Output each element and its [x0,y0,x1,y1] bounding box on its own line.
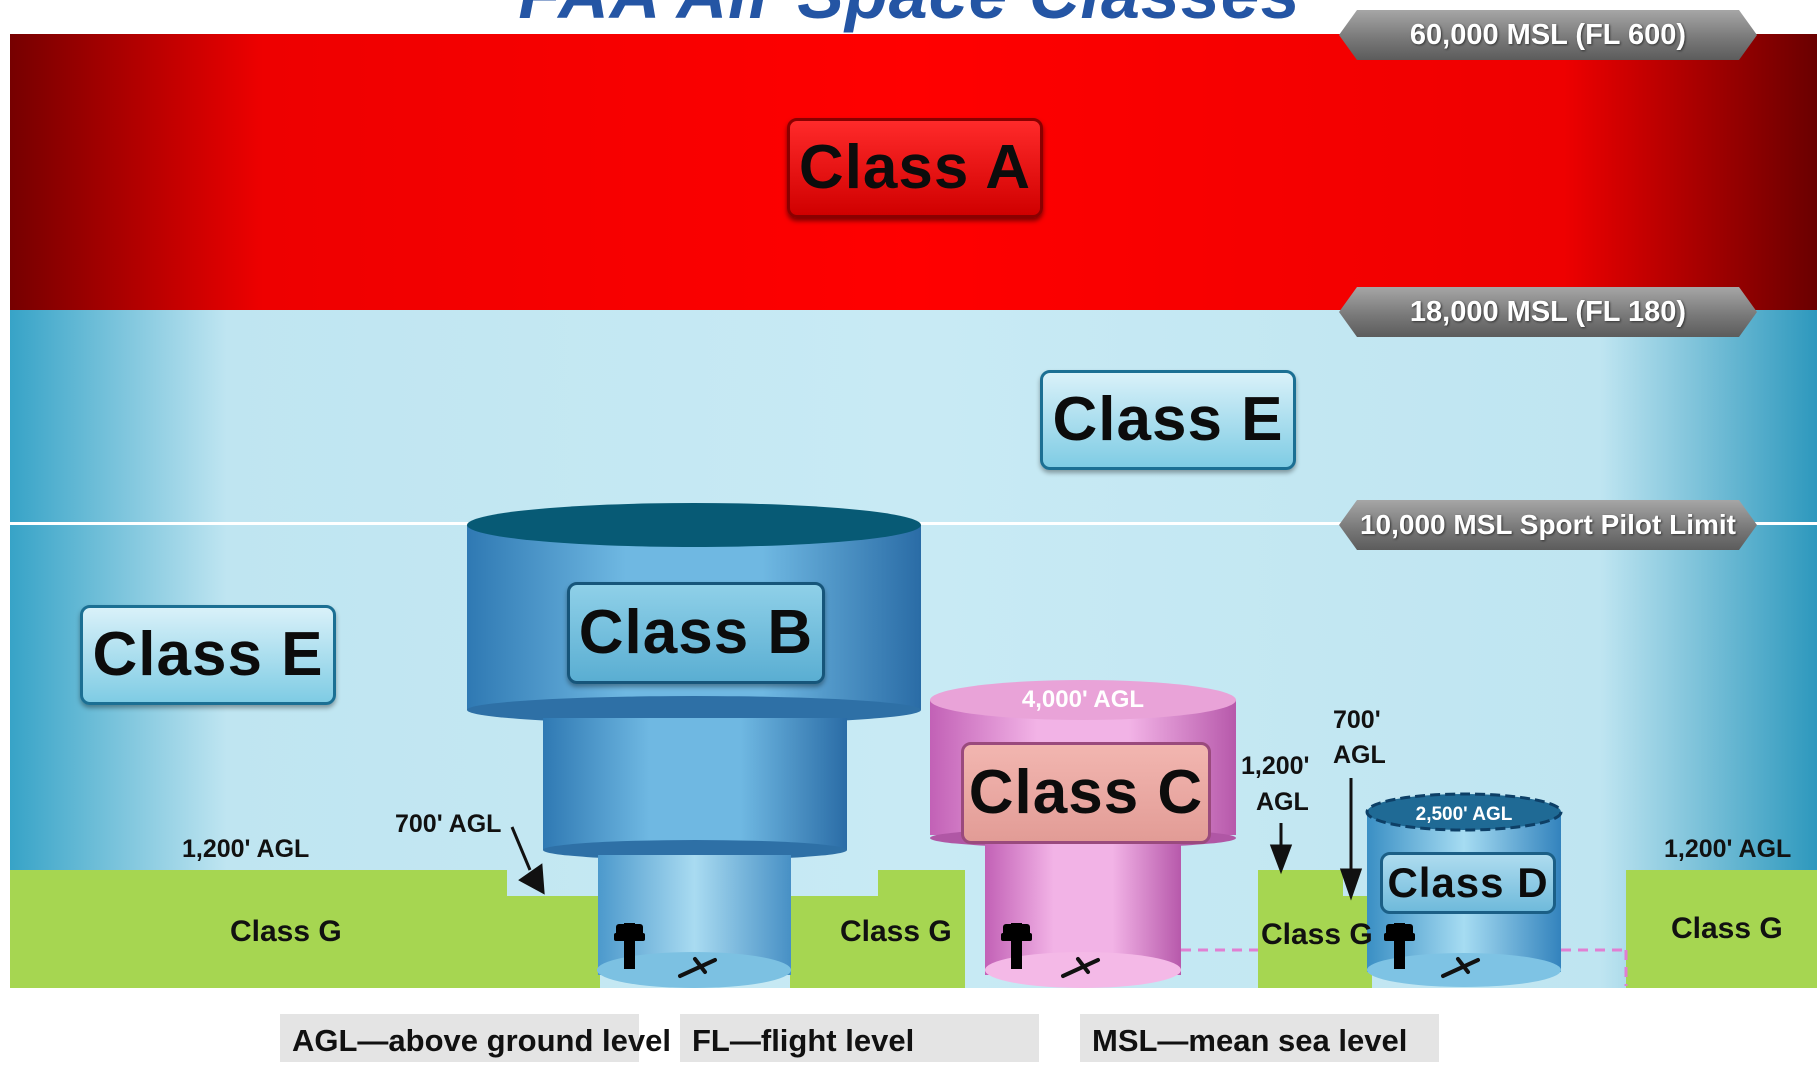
agl-1200-right-label: 1,200' AGL [1664,835,1792,863]
class-c-top-label: 4,000' AGL [1021,686,1145,713]
class-g-label-d: Class G [1261,918,1373,951]
class-b-label: Class B [567,582,825,684]
class-d-top-label: 2,500' AGL [1415,804,1513,825]
altitude-tag-sport-limit: 10,000 MSL Sport Pilot Limit [1339,500,1757,550]
agl-700-left-label: 700' AGL [395,810,502,838]
altitude-tag-fl180: 18,000 MSL (FL 180) [1339,287,1757,337]
class-e-upper-band [10,310,1817,522]
control-tower-icon [614,923,645,969]
agl-1200-mid-line2: AGL [1256,788,1309,816]
class-g-label-left: Class G [230,915,342,948]
class-g-terrain [10,870,1817,988]
class-c-outer-dashed [1181,948,1628,986]
class-g-label-right: Class G [1671,912,1783,945]
page-title: FAA Air Space Classes [0,0,1819,34]
agl-1200-left-label: 1,200' AGL [182,835,310,863]
class-d-label: Class D [1380,852,1556,914]
control-tower-icon [1001,923,1032,969]
class-c-label: Class C [961,742,1211,844]
legend-msl: MSL—mean sea level [1080,1014,1439,1062]
class-e-lower-label: Class E [80,605,336,705]
agl-arrows [510,778,1363,901]
legend-agl: AGL—above ground level [280,1014,671,1062]
class-g-label-mid: Class G [840,915,952,948]
legend-fl: FL—flight level [680,1014,1039,1062]
runway-icon [678,957,1480,978]
altitude-tag-fl600: 60,000 MSL (FL 600) [1339,10,1757,60]
agl-700-mid-line2: AGL [1333,741,1386,769]
class-e-upper-label: Class E [1040,370,1296,470]
control-tower-icon [1384,923,1415,969]
agl-1200-mid-line1: 1,200' [1241,752,1310,780]
class-a-label: Class A [787,118,1043,218]
agl-700-mid-line1: 700' [1333,706,1381,734]
